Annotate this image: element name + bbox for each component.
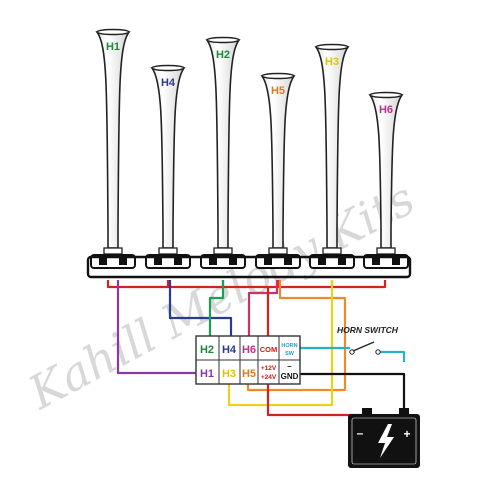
- horn-label: H2: [216, 49, 230, 61]
- horn-h3: H3: [309, 43, 355, 269]
- horn-bell-rim: [96, 28, 130, 36]
- horn-trumpet: [205, 39, 241, 249]
- horn-collar: [213, 247, 233, 255]
- terminal-horn-sw-line2: SW: [285, 351, 295, 357]
- horn-bell-rim: [315, 43, 349, 51]
- horn-collar: [103, 247, 123, 255]
- horn-label: H4: [161, 77, 176, 89]
- wire-black-gnd: [300, 372, 406, 410]
- switch-contact-right: [375, 349, 381, 355]
- horn-collar: [376, 247, 396, 255]
- terminal-h4: H4: [222, 344, 237, 356]
- battery-minus: –: [357, 426, 364, 440]
- manifold-bar: [86, 255, 412, 279]
- horn-trumpet: [150, 67, 186, 249]
- horn-collar: [322, 247, 342, 255]
- horn-valve-block: [229, 258, 237, 265]
- horn-switch-label: HORN SWITCH: [337, 325, 399, 335]
- horn-collar: [268, 247, 288, 255]
- horn-h4: H4: [145, 64, 191, 269]
- switch-lever: [352, 341, 375, 352]
- horn-bell-rim: [151, 64, 185, 72]
- wire-green-h2: [208, 280, 225, 336]
- wire-yellow-h3: [227, 280, 334, 407]
- horn-bell-rim: [261, 72, 295, 80]
- wire-red-rail: [106, 280, 387, 289]
- horn-valve-block: [99, 258, 107, 265]
- horn-valve-block: [174, 258, 182, 265]
- horn-bell-rim: [206, 36, 240, 44]
- terminal-power-line2: +24V: [261, 374, 277, 381]
- terminal-com: COM: [260, 345, 278, 354]
- lightning-bolt-icon: [378, 424, 394, 458]
- wire-orange-h5: [246, 280, 347, 392]
- horn-trumpet: [95, 31, 131, 249]
- terminal-gnd-line2: GND: [281, 372, 299, 381]
- horn-valve-block: [392, 258, 400, 265]
- wire-cyan-switch-out: [380, 350, 406, 362]
- horn-valve-block: [154, 258, 162, 265]
- horn-h6: H6: [363, 91, 409, 269]
- terminal-h6: H6: [242, 344, 256, 356]
- terminal-gnd-line1: –: [287, 362, 292, 371]
- horn-h2: H2: [200, 36, 246, 269]
- horn-valve-block: [318, 258, 326, 265]
- horn-valve-block: [119, 258, 127, 265]
- horn-switch: HORN SWITCH: [337, 325, 399, 355]
- terminal-h2: H2: [200, 344, 214, 356]
- horn-h1: H1: [90, 28, 136, 269]
- horn-h5: H5: [255, 72, 301, 269]
- horn-valve-block: [264, 258, 272, 265]
- horn-valve-block: [209, 258, 217, 265]
- terminal-h3: H3: [222, 368, 236, 380]
- terminal-h1: H1: [200, 368, 214, 380]
- horn-label: H5: [271, 85, 285, 97]
- wire-pink-h6: [247, 280, 279, 336]
- horn-valve-block: [284, 258, 292, 265]
- horn-bell-rim: [369, 91, 403, 99]
- terminal-block: H2 H4 H6 COM HORN SW H1 H3 H5 +12V +24V …: [195, 335, 301, 385]
- terminal-horn-sw-line1: HORN: [281, 343, 297, 349]
- wire-navy-h4: [168, 280, 233, 336]
- wiring: [106, 280, 406, 417]
- horn-collar: [158, 247, 178, 255]
- battery-plus: +: [403, 427, 410, 441]
- horn-label: H6: [379, 104, 393, 116]
- horn-label: H1: [106, 41, 120, 53]
- battery-icon: – +: [348, 408, 420, 468]
- horn-label: H3: [325, 56, 339, 68]
- horn-valve-block: [372, 258, 380, 265]
- horn-valve-block: [338, 258, 346, 265]
- horn-trumpet: [260, 75, 296, 249]
- terminal-power-line1: +12V: [261, 365, 277, 372]
- wire-red-power: [266, 384, 369, 417]
- terminal-h5: H5: [242, 368, 256, 380]
- wire-purple-h1: [116, 280, 196, 375]
